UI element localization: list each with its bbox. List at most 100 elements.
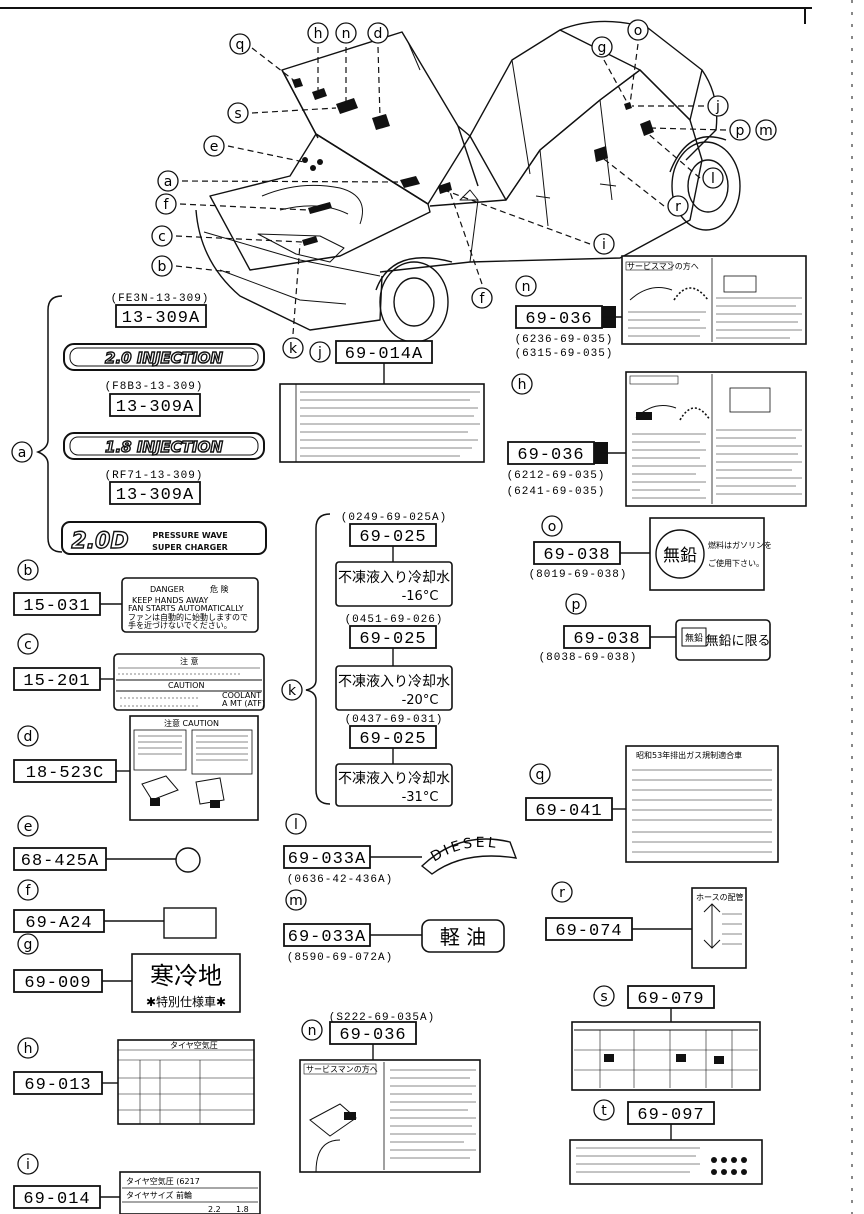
a-badge3-small2: SUPER CHARGER [152,543,228,552]
r-pn: 69-074 [555,922,622,941]
car-leader-lines [175,43,727,335]
n2-sub1: (6236-69-035) [515,334,614,346]
o-sub: (8019-69-038) [529,569,628,581]
k-pn2: 69-025 [359,630,426,649]
group-f: f 69-A24 [13,879,217,939]
h2-sub1: (6212-69-035) [507,470,606,482]
car-callout-circle-m-10 [755,119,777,141]
group-a: a (FE3N-13-309) 13-309A 2.0 INJECTION (F… [11,293,267,555]
car-callout-n-2: n [342,26,351,42]
r-title: ホースの配管 [696,892,744,902]
car-callout-e-7: e [210,139,219,155]
callout-l: l [294,817,298,833]
car-callout-r-14: r [675,199,681,215]
car-callout-circle-r-14 [667,195,689,217]
c-pn: 15-201 [23,672,90,691]
callout-p: p [572,597,581,613]
e-sticker [175,847,201,873]
car-callout-circle-k-19 [282,337,304,359]
car-callout-f-18: f [480,291,486,307]
group-h-left: h 69-013 タイヤ空気圧 [13,1037,255,1125]
i-v: 2.2 [208,1205,221,1214]
n2-title: サービスマンの方へ [627,261,699,271]
car-callout-circle-l-12 [702,167,724,189]
h-pn: 69-013 [24,1076,91,1095]
h-t2: タイヤ空気圧 [170,1040,218,1050]
callout-a: a [18,445,27,461]
group-g: g 69-009 寒冷地 ✱特別仕様車✱ [13,933,241,1013]
c-t1: 注 意 [180,656,199,666]
o-pn: 69-038 [543,546,610,565]
car-callout-circle-p-9 [729,119,751,141]
p-txt: 無鉛に限る [705,634,770,649]
i-l1: タイヤ空気圧 (6217 [126,1176,200,1186]
group-r: r 69-074 ホースの配管 [545,881,747,969]
group-s: s 69-079 [571,985,761,1091]
b-line1: DANGER [150,585,185,594]
group-d: d 18-523C 注意 CAUTION [13,715,259,821]
a-sub2-vis: (F8B3-13-309) [105,381,204,393]
car-callout-m-10: m [759,123,773,139]
car-callout-circle-o-5 [627,19,649,41]
k-sub3: (0437-69-031) [345,714,444,726]
q-title: 昭和53年排出ガス規制適合車 [636,750,742,760]
d-title: 注意 CAUTION [164,718,219,728]
c-r1: COOLANT [222,691,261,700]
group-k: k (0249-69-025A) 69-025 不凍液入り冷却水 -16°C (… [281,512,453,807]
car-callout-s-6: s [234,106,241,122]
car-callout-a-11: a [164,174,173,190]
group-t: t 69-097 [569,1099,763,1185]
h2-pn: 69-036 [517,446,584,465]
k-jp3: 不凍液入り冷却水 [338,771,450,787]
f-pn: 69-A24 [25,914,92,933]
car-callout-circle-i-16 [593,233,615,255]
car-callout-circle-f-18 [471,287,493,309]
a-sub3: (RF71-13-309) [105,470,204,482]
m-word: 軽 油 [440,925,486,949]
o-txt2: ご使用下さい。 [708,558,764,568]
car-callout-k-19: k [289,341,298,357]
p-pn: 69-038 [573,630,640,649]
car-callout-circle-a-11 [157,170,179,192]
car-callout-o-5: o [634,23,643,39]
car-callout-l-12: l [711,171,715,187]
callout-b: b [24,563,33,579]
car-callout-circle-n-2 [335,22,357,44]
group-o: o 69-038 (8019-69-038) 無鉛 燃料はガソリンを ご使用下さ… [529,515,772,591]
g-small: ✱特別仕様車✱ [146,994,226,1009]
callout-f: f [26,883,32,899]
m-sub: (8590-69-072A) [287,952,393,964]
k-jp2: 不凍液入り冷却水 [338,674,450,690]
a-badge3-small1: PRESSURE WAVE [152,531,227,540]
b-line5: 手を近づけないでください。 [128,620,232,630]
car-callout-circle-g-4 [591,36,613,58]
n2-sub2: (6315-69-035) [515,348,614,360]
k-t3: -31°C [402,790,439,805]
g-pn: 69-009 [24,974,91,993]
car-callout-d-3: d [374,26,383,42]
car-callout-circle-q-0 [229,33,251,55]
k-sub1: (0249-69-025A) [341,512,447,524]
group-l: l 69-033A (0636-42-436A) DIESEL [283,813,518,886]
a-sub1: (FE3N-13-309) [111,293,210,305]
k-pn3: 69-025 [359,730,426,749]
group-c: c 15-201 注 意 CAUTION COOLANT A MT (ATF) [13,633,265,711]
b-line3: FAN STARTS AUTOMATICALLY [128,604,244,613]
k-t2: -20°C [402,693,439,708]
group-m: m 69-033A (8590-69-072A) 軽 油 [283,889,505,964]
c-t2: CAUTION [168,681,204,690]
q-pn: 69-041 [535,802,602,821]
car-callout-circle-c-15 [151,225,173,247]
h2-sub2: (6241-69-035) [507,486,606,498]
car-callout-circle-h-1 [307,22,329,44]
callout-o: o [548,519,557,535]
k-t1: -16°C [402,589,439,604]
car-callout-q-0: q [236,37,245,53]
b-line4: ファンは自動的に始動しますので [128,612,248,622]
group-b: b 15-031 DANGER 危 険 KEEP HANDS AWAY FAN … [13,559,259,633]
car-callout-i-16: i [602,237,606,253]
m-pn: 69-033A [288,928,366,947]
callout-n-right: n [522,279,531,295]
